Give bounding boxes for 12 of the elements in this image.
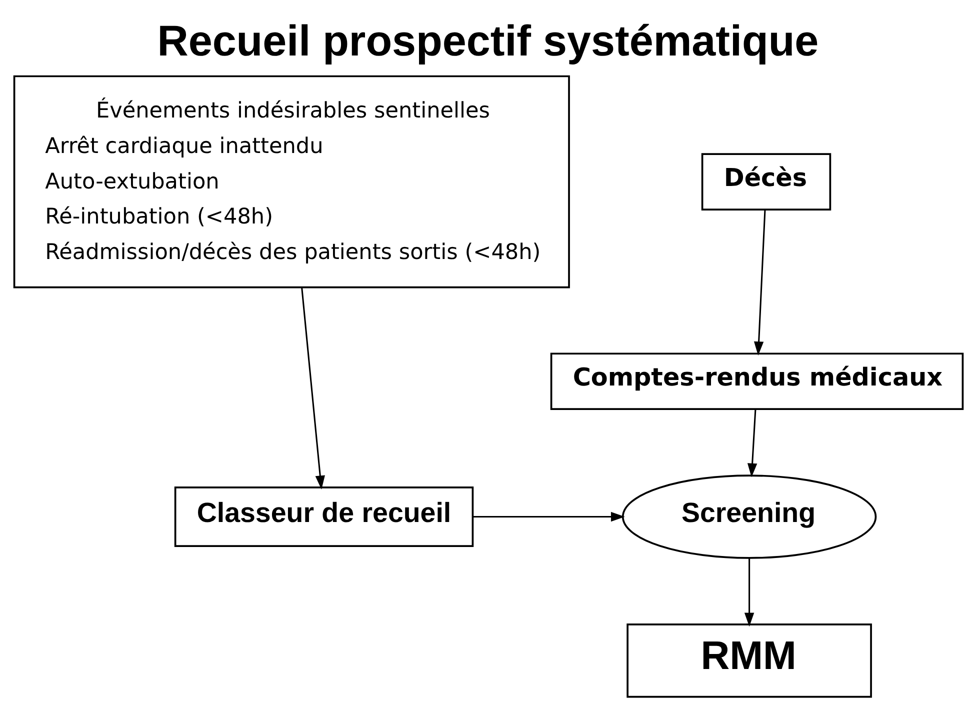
node-box: Événements indésirables sentinelles Arrêt cardiaque inattendu Auto-extubation Ré-intubation (<48h) Réadmission/décès des patients sortis (<48h)	[13, 74, 570, 288]
node-box: Décès	[701, 152, 832, 210]
arrow	[744, 558, 754, 626]
node-box: RMM	[626, 623, 872, 698]
diagram-title: Recueil prospectif systématique	[157, 16, 819, 65]
arrow	[754, 209, 766, 355]
arrow	[301, 286, 325, 489]
arrow	[747, 409, 758, 477]
node-box: Comptes-rendus médicaux	[550, 352, 964, 410]
node-ellipse: Screening	[622, 474, 877, 558]
node-box: Classeur de recueil	[174, 486, 474, 546]
arrow	[473, 511, 625, 522]
